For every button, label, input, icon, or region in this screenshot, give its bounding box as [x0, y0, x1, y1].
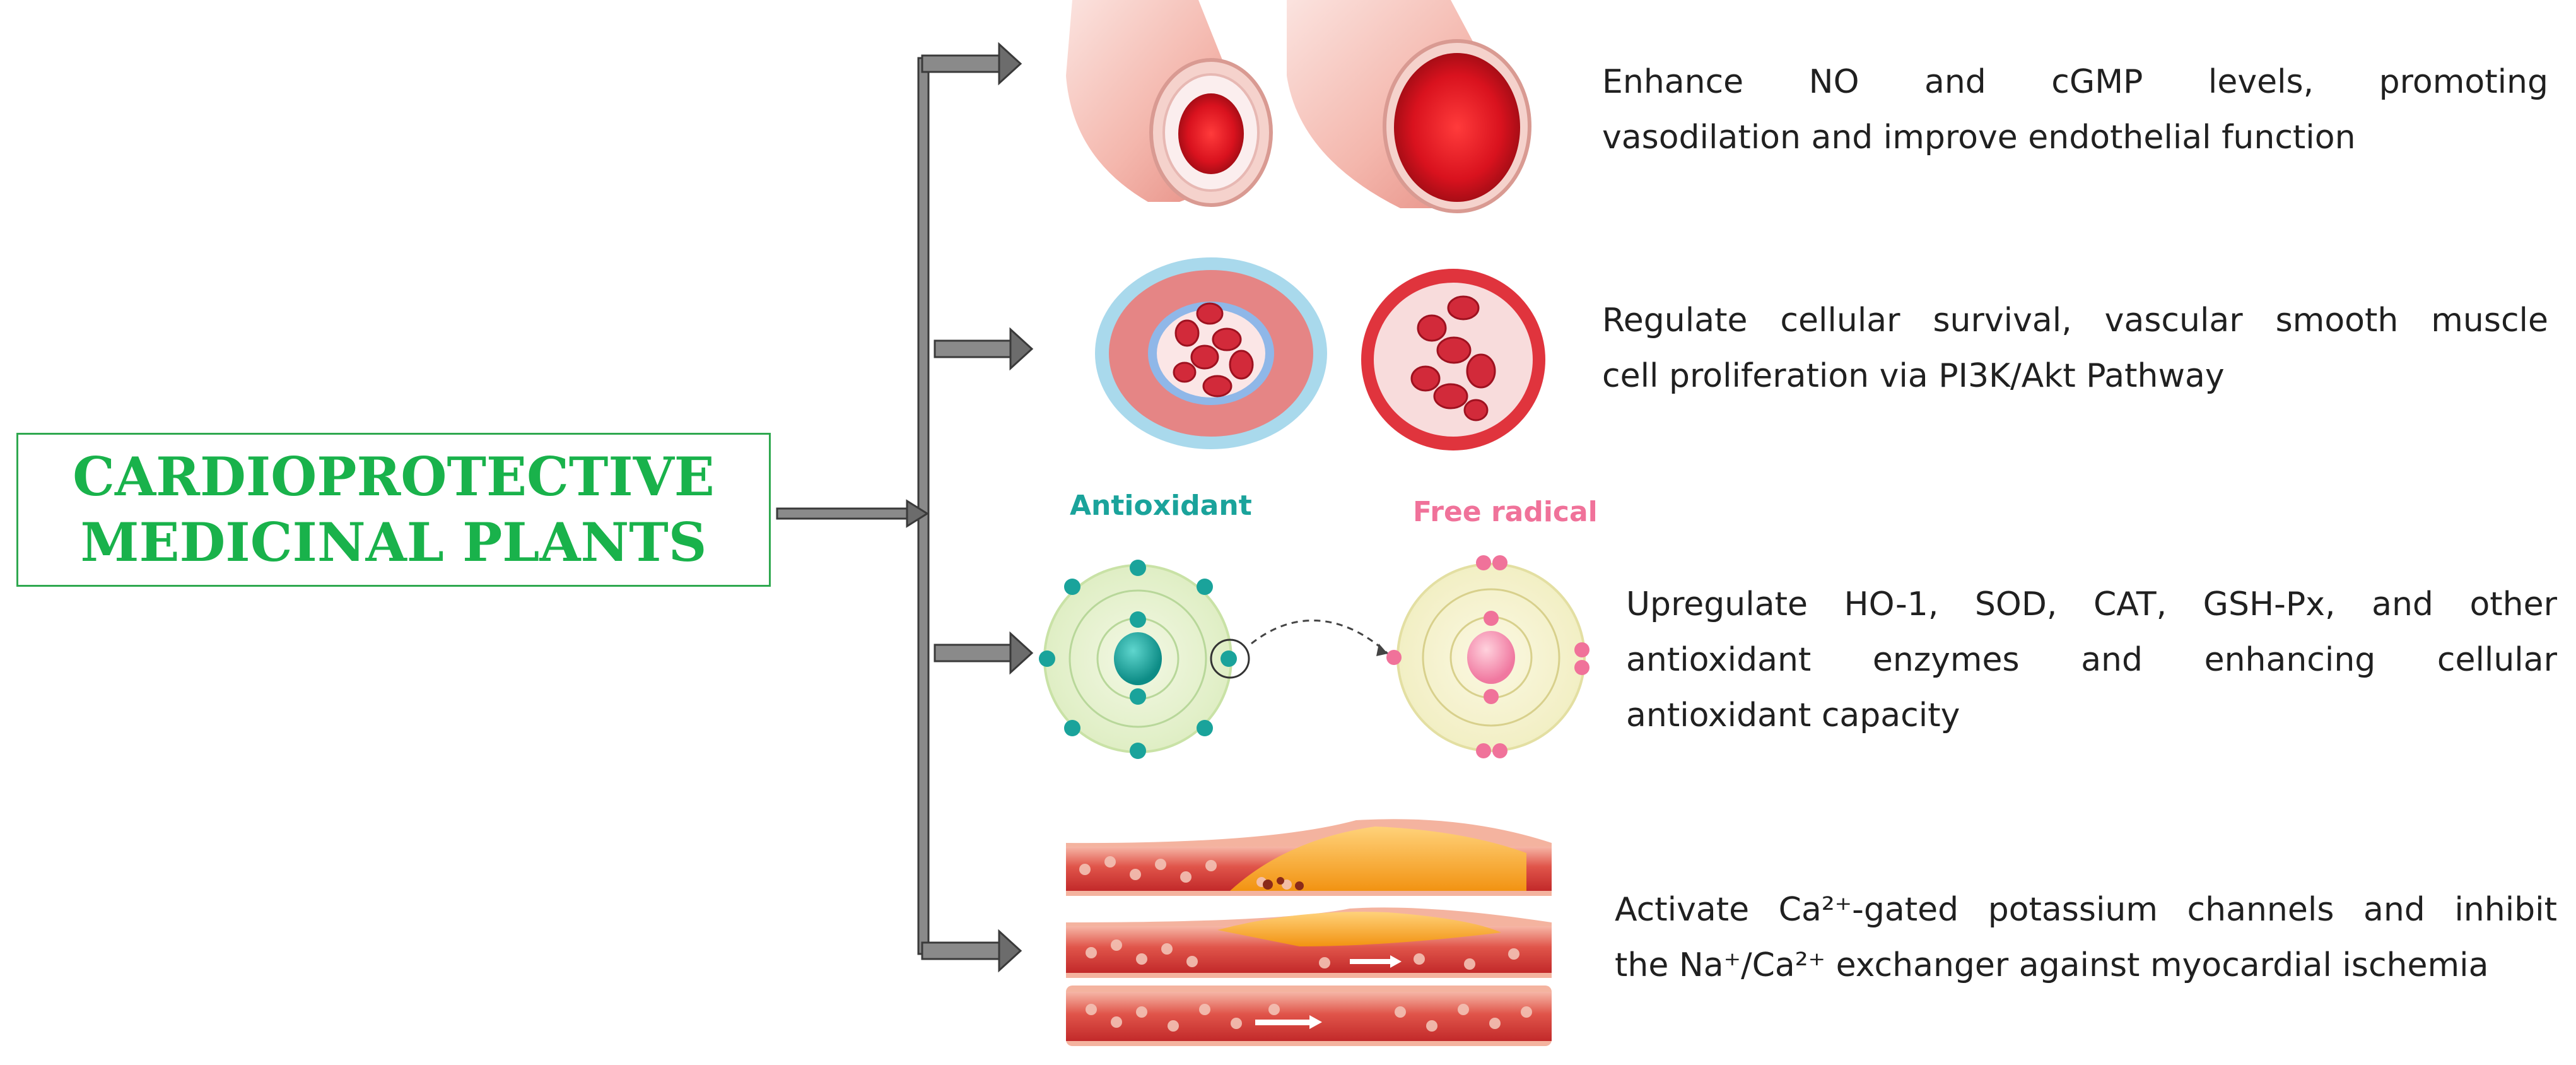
antioxidant-label: Antioxidant: [1070, 490, 1252, 522]
vessel-cross-section-simple: [1361, 269, 1545, 450]
mechanism-1-line-2: vasodilation and improve endothelial fun…: [1602, 119, 2356, 156]
mechanism-1-text: Enhance NO and cGMP levels, promoting va…: [1602, 54, 2548, 165]
title-box: CARDIOPROTECTIVE MEDICINAL PLANTS: [16, 433, 771, 587]
vessel-constricted-illustration: [1066, 0, 1273, 207]
connector-group: [776, 42, 1034, 973]
mechanism-3-line-1: Upregulate HO-1, SOD, CAT, GSH-Px, and o…: [1626, 585, 2557, 623]
mechanism-2-text: Regulate cellular survival, vascular smo…: [1602, 293, 2548, 404]
branch-arrow-2: [934, 327, 1034, 371]
vessel-plaque-severe: [1066, 819, 1552, 896]
vessel-plaque-moderate: [1066, 907, 1552, 978]
free-radical-label: Free radical: [1413, 496, 1598, 528]
mechanism-4-line-1: Activate Ca²⁺-gated potassium channels a…: [1615, 891, 2557, 929]
mechanism-3-line-2: antioxidant enzymes and enhancing cellul…: [1626, 641, 2557, 679]
title-line-1: CARDIOPROTECTIVE: [73, 445, 715, 508]
mechanism-2-line-2: cell proliferation via PI3K/Akt Pathway: [1602, 357, 2225, 395]
mechanism-3-text: Upregulate HO-1, SOD, CAT, GSH-Px, and o…: [1626, 577, 2557, 743]
mechanism-3-line-3: antioxidant capacity: [1626, 697, 1960, 734]
mechanism-4-text: Activate Ca²⁺-gated potassium channels a…: [1615, 882, 2557, 993]
branch-arrow-1: [921, 42, 1022, 86]
branch-arrow-4: [921, 929, 1022, 973]
branch-arrow-3: [934, 631, 1034, 675]
title-line-2: MEDICINAL PLANTS: [80, 511, 707, 574]
vessel-cross-section-layered: [1095, 257, 1327, 449]
mechanism-4-line-2: the Na⁺/Ca²⁺ exchanger against myocardia…: [1615, 946, 2489, 984]
vessel-dilated-illustration: [1287, 0, 1531, 213]
antioxidant-atom: [1039, 560, 1389, 759]
mechanism-2-line-1: Regulate cellular survival, vascular smo…: [1602, 302, 2548, 339]
free-radical-atom: [1386, 555, 1590, 758]
mechanism-1-line-1: Enhance NO and cGMP levels, promoting: [1602, 63, 2548, 101]
main-vertical-line: [917, 57, 930, 955]
title-arrow: [776, 499, 929, 528]
vessel-healthy: [1066, 986, 1552, 1046]
